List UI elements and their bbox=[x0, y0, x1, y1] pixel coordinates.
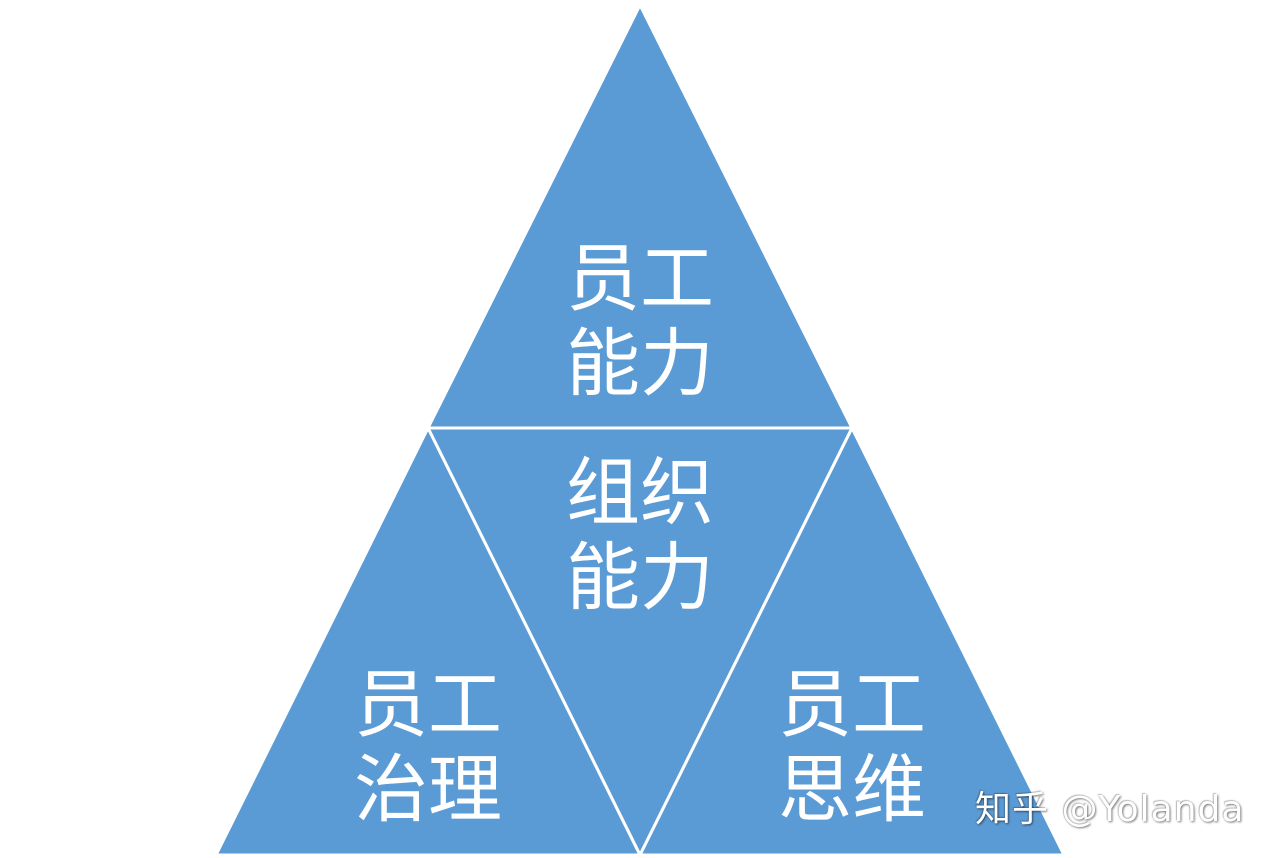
left-label-line1: 员工 bbox=[354, 662, 502, 748]
center-label-line2: 能力 bbox=[566, 535, 714, 621]
top-label-line2: 能力 bbox=[566, 321, 714, 407]
right-label-line1: 员工 bbox=[778, 662, 926, 748]
right-label-line2: 思维 bbox=[778, 747, 926, 833]
segment-left bbox=[213, 424, 643, 857]
center-label-line1: 组织 bbox=[566, 450, 714, 536]
left-label-line2: 治理 bbox=[354, 747, 502, 833]
top-label-line1: 员工 bbox=[566, 236, 714, 322]
watermark-text: 知乎 @Yolanda bbox=[975, 789, 1245, 830]
segment-right bbox=[637, 424, 1067, 857]
